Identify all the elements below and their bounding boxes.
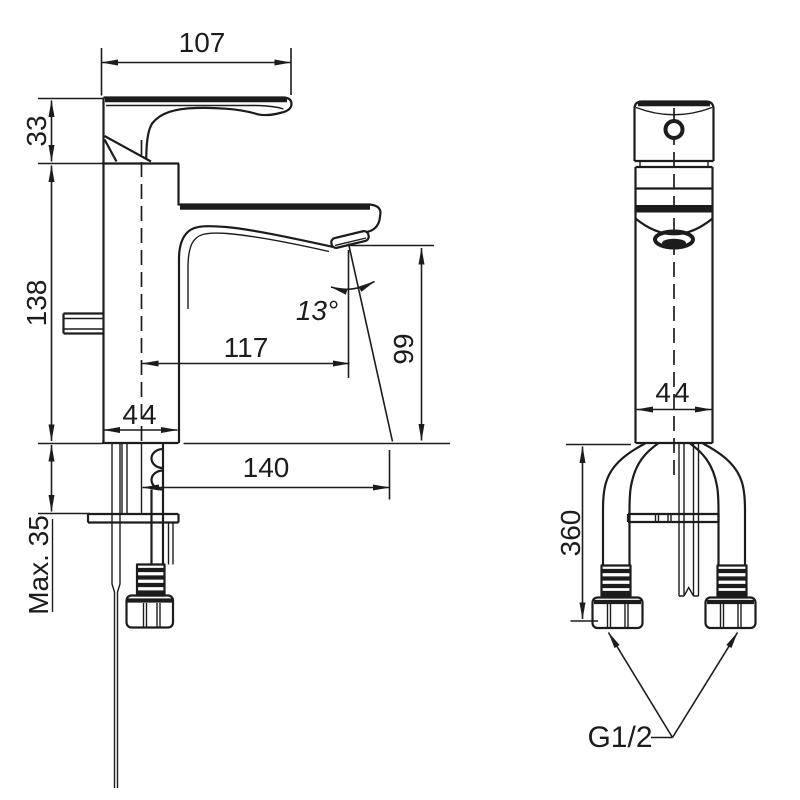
mounting-bar-ticks — [654, 514, 672, 522]
handle-base-wedge — [103, 135, 152, 163]
dim-body-width-front: 44 — [636, 377, 712, 413]
collar-left — [600, 564, 632, 598]
front-spout-curve — [634, 217, 714, 236]
hose-side — [150, 443, 165, 565]
spout-outline — [179, 203, 382, 233]
front-view — [591, 100, 757, 630]
ext-lines-99 — [183, 244, 450, 445]
aerator-side — [330, 230, 370, 249]
collar-side-stripes — [137, 567, 164, 595]
label-connection-thread: G1/2 — [587, 632, 739, 754]
nut-side — [125, 594, 175, 629]
handle-screw-hole — [663, 119, 685, 140]
g12-arrow-left — [607, 632, 674, 738]
dim-label-360: 360 — [555, 510, 586, 557]
spout-underside-inner — [187, 232, 330, 309]
collar-left-stripes — [602, 568, 631, 596]
collar-right — [716, 564, 748, 598]
dim-spout-reach: 117 — [141, 250, 350, 378]
angle-slant-line — [347, 243, 394, 442]
dim-overall-reach: 140 — [142, 450, 391, 500]
dim-label-117: 117 — [224, 332, 269, 363]
mounting-washer — [86, 512, 180, 524]
aerator-side-body — [330, 230, 370, 249]
dim-label-140: 140 — [243, 452, 290, 483]
collar-right-stripes — [718, 568, 747, 596]
nut-right — [704, 596, 757, 630]
hose-right — [689, 442, 747, 565]
dim-body-height: 138 — [21, 165, 102, 445]
hose-left — [601, 442, 659, 565]
front-body-dark-band — [635, 205, 713, 213]
mounting-bar — [626, 512, 720, 524]
dim-spout-angle: 13° — [296, 243, 394, 442]
dim-label-107: 107 — [179, 27, 226, 58]
nut-side-facets — [142, 603, 161, 627]
nut-left-facets — [606, 604, 629, 627]
aerator-side-line — [334, 237, 367, 247]
ext-lines-360 — [566, 443, 631, 622]
front-body-sides — [634, 165, 714, 445]
g12-label: G1/2 — [587, 721, 652, 754]
dim-max-deck-thickness: Max. 35 — [23, 444, 90, 615]
ext-lines-33 — [38, 97, 103, 165]
mounting-studs — [678, 443, 700, 597]
spout-underside — [177, 225, 334, 443]
dim-outlet-height: 99 — [183, 244, 450, 445]
nut-left — [591, 596, 644, 630]
handle-lever-outline — [103, 96, 293, 160]
hose-side-extra — [167, 523, 174, 565]
popup-waste-knob — [62, 312, 104, 335]
dim-base-width-side: 44 — [103, 399, 178, 433]
dim-label-44-front: 44 — [655, 377, 692, 408]
dim-label-44-side: 44 — [122, 399, 159, 430]
dim-label-138: 138 — [21, 280, 52, 327]
ext-lines-107 — [100, 48, 292, 96]
dim-handle-height: 33 — [21, 97, 103, 165]
popup-rod — [111, 443, 121, 788]
aerator-front-fill — [662, 238, 686, 248]
side-view — [62, 96, 382, 788]
popup-waste-knob-lines — [63, 317, 104, 330]
handle-cap-arc — [635, 106, 713, 116]
handle-inner-line — [106, 104, 284, 110]
angle-arc — [330, 280, 375, 295]
supply-pipes-side — [121, 443, 143, 514]
handle-cap-outline — [633, 100, 715, 163]
dim-label-max35: Max. 35 — [23, 515, 54, 615]
dim-spout-top-width: 107 — [100, 27, 292, 96]
dim-label-13deg: 13° — [296, 295, 338, 326]
nut-right-facets — [719, 604, 742, 627]
dim-label-99: 99 — [388, 333, 419, 364]
dim-hose-length: 360 — [555, 443, 631, 622]
g12-arrow-right — [671, 632, 739, 738]
aerator-front-ring — [653, 229, 695, 250]
dim-label-33: 33 — [21, 115, 52, 146]
